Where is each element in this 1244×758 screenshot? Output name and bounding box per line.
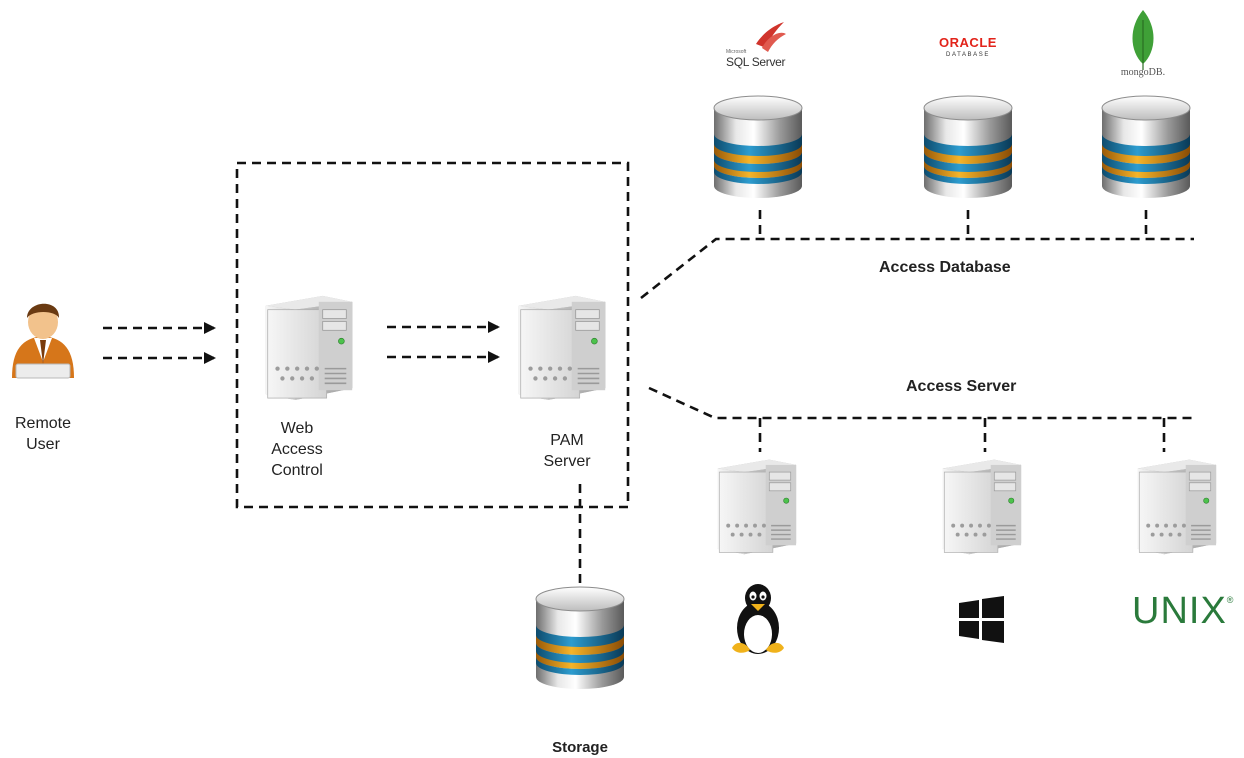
web-access-control-label-line2: Access xyxy=(271,441,323,458)
windows-server-icon xyxy=(941,458,1022,556)
storage-label: Storage xyxy=(552,739,608,756)
access-server-label: Access Server xyxy=(906,378,1017,395)
oracle-database-icon xyxy=(923,95,1013,199)
pam-server-label: PAM Server xyxy=(522,430,612,472)
web-access-control-label: Web Access Control xyxy=(252,418,342,481)
oracle-logo-subtext: DATABASE xyxy=(946,52,990,58)
oracle-logo-text: ORACLE xyxy=(939,35,997,50)
remote-user-label-line2: User xyxy=(26,436,60,453)
server-bus-line xyxy=(648,386,1194,420)
sqlserver-logo-icon xyxy=(756,22,786,52)
web-access-control-server-icon xyxy=(264,295,354,401)
sqlserver-database-icon xyxy=(713,95,803,199)
oracle-logo: ORACLE DATABASE xyxy=(930,36,1006,60)
linux-tux-icon xyxy=(732,584,784,654)
windows-logo-icon xyxy=(959,596,1004,643)
web-access-control-label-line3: Control xyxy=(271,462,323,479)
unix-logo: UNIX® xyxy=(1132,591,1233,631)
linux-server-icon xyxy=(716,458,797,556)
unix-server-icon xyxy=(1136,458,1217,556)
mongodb-database-icon xyxy=(1101,95,1191,199)
remote-user-label-line1: Remote xyxy=(14,415,72,432)
remote-user-label: Remote User xyxy=(0,413,86,455)
mongodb-logo-text: mongoDB. xyxy=(1120,67,1166,78)
mongodb-leaf-icon xyxy=(1132,10,1154,70)
unix-logo-text: UNIX xyxy=(1132,590,1227,632)
sqlserver-logo: Microsoft SQL Server xyxy=(718,44,798,72)
storage-database-icon xyxy=(535,586,625,690)
pam-server-icon xyxy=(517,295,607,401)
unix-registered-mark: ® xyxy=(1226,595,1234,605)
access-database-label: Access Database xyxy=(879,259,1011,276)
remote-user-icon xyxy=(12,303,74,379)
database-bus-line xyxy=(640,237,1194,300)
sqlserver-logo-text: SQL Server xyxy=(726,55,786,69)
sqlserver-logo-small: Microsoft xyxy=(726,49,747,55)
gateway-boundary-box xyxy=(235,161,630,509)
pam-server-label-line2: Server xyxy=(543,453,591,470)
connectors xyxy=(103,161,1194,586)
pam-server-label-line1: PAM xyxy=(550,432,584,449)
web-access-control-label-line1: Web xyxy=(280,420,314,437)
